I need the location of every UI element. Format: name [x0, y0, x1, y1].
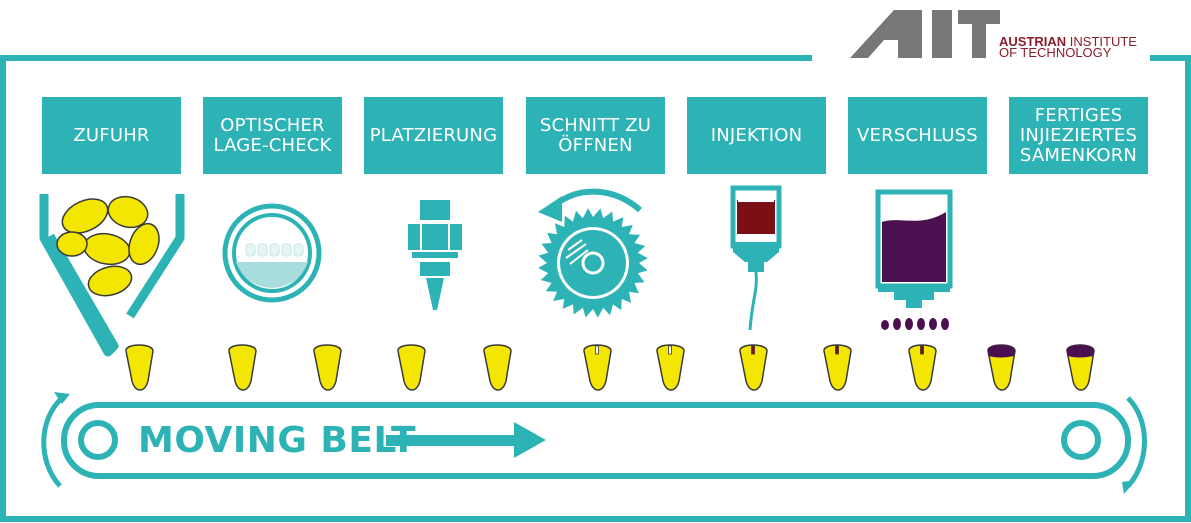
belt-label: MOVING BELT	[138, 420, 416, 461]
seed-cut	[583, 344, 612, 391]
seed-plain	[125, 344, 154, 391]
brand-name-line2: OF TECHNOLOGY	[999, 45, 1112, 60]
step-injektion: INJEKTION	[687, 97, 826, 174]
seed-injected	[908, 344, 937, 391]
seed-cut	[656, 344, 685, 391]
step-label: VERSCHLUSS	[857, 124, 978, 146]
seed-injected	[739, 344, 768, 391]
nozzle-icon	[408, 200, 462, 310]
seed-plain	[483, 344, 512, 391]
sealant-dispenser-icon	[875, 189, 953, 330]
seed-plain	[397, 344, 426, 391]
step-label: SCHNITT ZU ÖFFNEN	[539, 114, 652, 156]
seed-plain	[228, 344, 257, 391]
step-label: INJEKTION	[710, 124, 803, 146]
step-label: ZUFUHR	[73, 124, 150, 146]
frame	[0, 55, 1191, 522]
optical-check-icon	[222, 203, 322, 303]
belt-icon	[41, 392, 1147, 494]
ait-logo	[850, 10, 1000, 58]
step-label: PLATZIERUNG	[369, 124, 498, 146]
seed-injected	[823, 344, 852, 391]
seed-row	[125, 344, 1095, 391]
step-optischer-lage-check: OPTISCHER LAGE-CHECK	[203, 97, 342, 174]
step-label: FERTIGES INJIEZIERTES SAMENKORN	[1019, 104, 1138, 166]
brand-name: AUSTRIAN INSTITUTE OF TECHNOLOGY	[999, 34, 1137, 60]
seed-plain	[313, 344, 342, 391]
seed-sealed	[987, 344, 1016, 391]
seed-sealed	[1066, 344, 1095, 391]
brand-name-rest: INSTITUTE	[1066, 34, 1137, 49]
injection-bag-icon	[730, 185, 782, 331]
step-fertiges-samenkorn: FERTIGES INJIEZIERTES SAMENKORN	[1009, 97, 1148, 174]
step-platzierung: PLATZIERUNG	[364, 97, 503, 174]
step-schnitt-zu-oeffnen: SCHNITT ZU ÖFFNEN	[526, 97, 665, 174]
brand-name-bold: AUSTRIAN	[999, 34, 1067, 49]
saw-blade-icon	[538, 188, 648, 318]
step-label: OPTISCHER LAGE-CHECK	[213, 114, 332, 156]
step-zufuhr: ZUFUHR	[42, 97, 181, 174]
hopper-icon	[39, 194, 185, 357]
step-verschluss: VERSCHLUSS	[848, 97, 987, 174]
